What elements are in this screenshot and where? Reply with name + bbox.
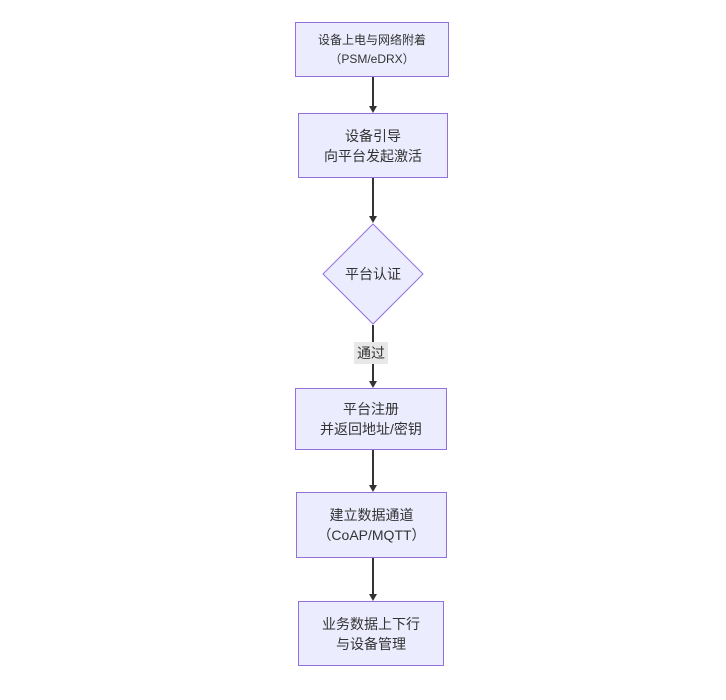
node-business-data: 业务数据上下行 与设备管理: [298, 601, 444, 666]
node-text-line: 平台注册: [343, 401, 399, 417]
node-text-line: （CoAP/MQTT）: [317, 527, 426, 543]
node-text-line: （PSM/eDRX）: [329, 51, 415, 66]
edge-label-pass: 通过: [354, 342, 388, 364]
arrowhead-down-icon: [369, 216, 377, 223]
diamond-shape: [322, 223, 424, 325]
arrowhead-down-icon: [369, 106, 377, 113]
arrowhead-down-icon: [369, 381, 377, 388]
node-text-line: 并返回地址/密钥: [320, 421, 422, 437]
edge-line: [372, 77, 374, 106]
edge-line: [372, 178, 374, 216]
node-platform-register: 平台注册 并返回地址/密钥: [295, 388, 447, 450]
edge-register-to-channel: [368, 450, 378, 492]
node-platform-auth: 平台认证: [322, 223, 424, 325]
edge-bootstrap-to-auth: [368, 178, 378, 223]
arrowhead-down-icon: [369, 485, 377, 492]
edge-line: [372, 558, 374, 594]
node-text-line: 与设备管理: [336, 635, 406, 652]
node-text-line: 业务数据上下行: [322, 615, 420, 632]
node-data-channel: 建立数据通道 （CoAP/MQTT）: [296, 492, 447, 558]
node-text-line: 向平台发起激活: [324, 147, 422, 164]
node-text-line: 设备引导: [345, 127, 401, 144]
node-text-line: 建立数据通道: [329, 507, 414, 523]
node-text-line: 设备上电与网络附着: [317, 32, 426, 47]
node-text-line: 平台认证: [345, 266, 401, 282]
edge-line: [372, 450, 374, 485]
arrowhead-down-icon: [369, 594, 377, 601]
edge-power-to-bootstrap: [368, 77, 378, 113]
edge-channel-to-business: [368, 558, 378, 601]
node-device-power-attach: 设备上电与网络附着 （PSM/eDRX）: [295, 22, 449, 77]
node-device-bootstrap: 设备引导 向平台发起激活: [298, 113, 448, 178]
